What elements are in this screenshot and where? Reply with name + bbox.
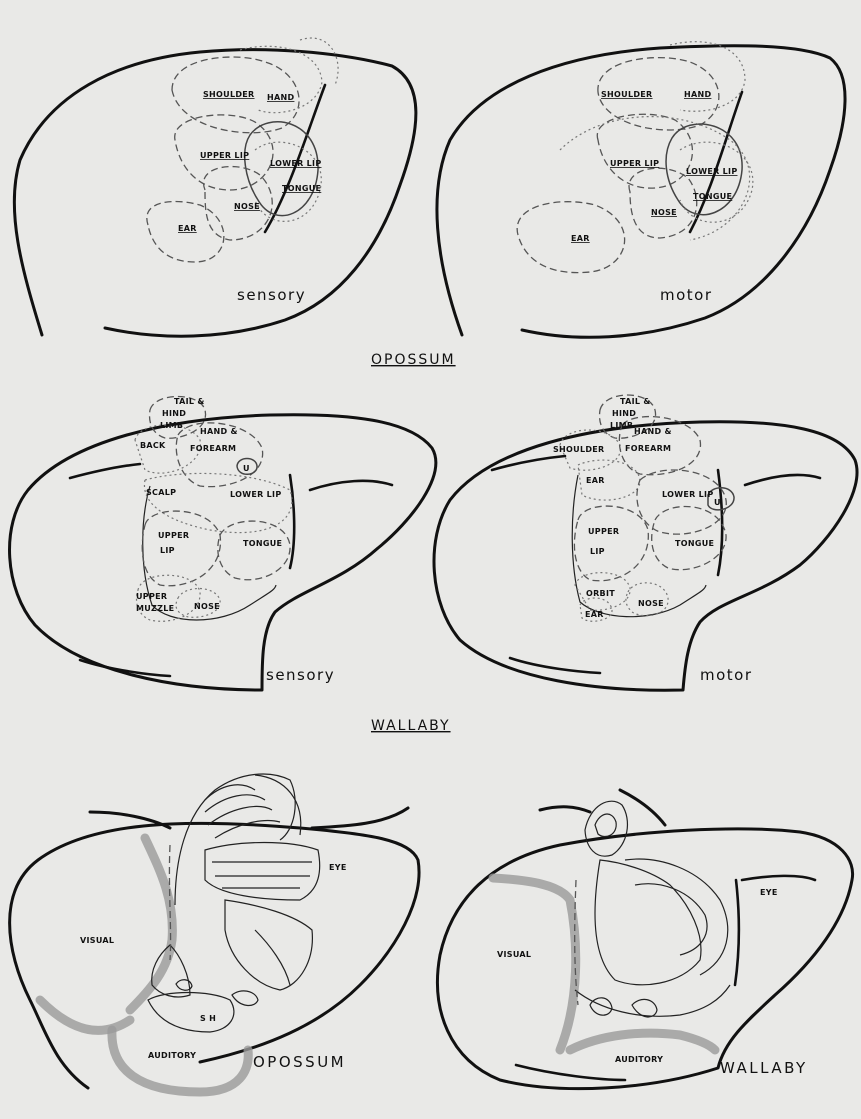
opossum-lateral-shading — [40, 1000, 130, 1030]
label-muzzle: MUZZLE — [136, 604, 174, 613]
label-nose: NOSE — [234, 202, 260, 211]
label-upper: UPPER — [158, 531, 189, 540]
label-ear: EAR — [571, 234, 590, 243]
label-lower-lip: LOWER LIP — [686, 167, 738, 176]
caption-sensory: sensory — [237, 286, 306, 304]
species-label-wallaby: WALLABY — [720, 1059, 808, 1077]
label-ear-top: EAR — [586, 476, 605, 485]
opossum-motor-sulcus — [690, 92, 742, 232]
wallaby-motor-brain-outline — [434, 422, 857, 690]
wallaby-sensory-brain-outline — [10, 415, 436, 690]
label-limb: LIMB — [610, 421, 633, 430]
opossum-composite-top-fold-right — [312, 808, 408, 828]
label-orbit: ORBIT — [586, 589, 615, 598]
label-tail: TAIL & — [174, 397, 205, 406]
opossum-sensory-labels: SHOULDER HAND UPPER LIP LOWER LIP TONGUE… — [178, 90, 322, 233]
label-upper-lip: UPPER LIP — [200, 151, 249, 160]
wallaby-composite-rhinal-sulcus — [516, 1065, 625, 1080]
wallaby-visual-border-shading — [493, 878, 576, 1050]
species-title-wallaby: WALLABY — [371, 718, 451, 734]
wallaby-sensory-sulcus-top — [70, 464, 140, 478]
opossum-auditory-shading — [112, 1030, 248, 1092]
wallaby-sensory-central-sulcus — [290, 475, 294, 568]
wallaby-motor-map: TAIL & HIND LIMB SHOULDER HAND & FOREARM… — [434, 395, 857, 690]
label-nose: NOSE — [638, 599, 664, 608]
label-tongue: TONGUE — [675, 539, 714, 548]
label-upper: UPPER — [588, 527, 619, 536]
label-nose: NOSE — [194, 602, 220, 611]
label-sh: S H — [200, 1014, 216, 1023]
label-hand-and: HAND & — [200, 427, 238, 436]
wallaby-composite-eye-sulcus — [742, 876, 815, 880]
label-auditory: AUDITORY — [615, 1055, 663, 1064]
label-scalp: SCALP — [146, 488, 176, 497]
opossum-sensory-map: SHOULDER HAND UPPER LIP LOWER LIP TONGUE… — [14, 38, 416, 336]
label-ear: EAR — [585, 610, 604, 619]
label-lip: LIP — [160, 546, 175, 555]
label-u: U — [714, 498, 721, 507]
wallaby-composite-map: EYE VISUAL AUDITORY WALLABY — [438, 790, 853, 1089]
wallaby-composite-central-sulcus — [735, 880, 739, 985]
wallaby-sensory-labels: TAIL & HIND LIMB BACK HAND & FOREARM U S… — [136, 397, 282, 613]
label-nose: NOSE — [651, 208, 677, 217]
label-hind: HIND — [612, 409, 636, 418]
wallaby-auditory-shading — [570, 1033, 715, 1050]
label-lower-lip: LOWER LIP — [662, 490, 714, 499]
label-forearm: FOREARM — [190, 444, 236, 453]
label-lower-lip: LOWER LIP — [230, 490, 282, 499]
label-visual: VISUAL — [497, 950, 531, 959]
label-back: BACK — [140, 441, 166, 450]
opossum-motor-map: SHOULDER HAND UPPER LIP LOWER LIP TONGUE… — [437, 42, 845, 338]
species-title-opossum: OPOSSUM — [371, 352, 456, 368]
opossum-motor-labels: SHOULDER HAND UPPER LIP LOWER LIP TONGUE… — [571, 90, 738, 243]
label-ear: EAR — [178, 224, 197, 233]
opossum-sensory-areas — [147, 38, 338, 262]
caption-motor: motor — [700, 666, 753, 684]
wallaby-motor-sulcus-right — [745, 475, 820, 485]
label-u: U — [243, 464, 250, 473]
label-shoulder: SHOULDER — [553, 445, 605, 454]
label-eye: EYE — [760, 888, 778, 897]
label-tongue: TONGUE — [282, 184, 321, 193]
wallaby-sensory-sulcus-right — [310, 481, 392, 490]
wallaby-sensory-map: TAIL & HIND LIMB BACK HAND & FOREARM U S… — [10, 397, 436, 691]
label-lip: LIP — [590, 547, 605, 556]
label-visual: VISUAL — [80, 936, 114, 945]
label-lower-lip: LOWER LIP — [270, 159, 322, 168]
label-hand: HAND — [267, 93, 294, 102]
label-hand: HAND — [684, 90, 711, 99]
opossum-composite-brain-outline — [10, 823, 419, 1088]
caption-sensory: sensory — [266, 666, 335, 684]
wallaby-motor-central-sulcus — [718, 470, 722, 575]
opossum-visual-border-shading — [130, 838, 172, 1010]
label-upper-lip: UPPER LIP — [610, 159, 659, 168]
label-eye: EYE — [329, 863, 347, 872]
wallaby-motor-rhinal-sulcus — [510, 658, 600, 673]
label-shoulder: SHOULDER — [601, 90, 653, 99]
wallaby-composite-top-fold-left — [540, 807, 590, 812]
label-limb: LIMB — [160, 421, 183, 430]
label-upper-muzzle-1: UPPER — [136, 592, 167, 601]
label-hind: HIND — [162, 409, 186, 418]
species-label-opossum: OPOSSUM — [253, 1053, 346, 1071]
label-hand-and: HAND & — [634, 427, 672, 436]
opossum-motor-areas — [517, 42, 753, 273]
label-auditory: AUDITORY — [148, 1051, 196, 1060]
caption-motor: motor — [660, 286, 713, 304]
label-forearm: FOREARM — [625, 444, 671, 453]
label-tail: TAIL & — [620, 397, 651, 406]
label-shoulder: SHOULDER — [203, 90, 255, 99]
label-tongue: TONGUE — [693, 192, 732, 201]
label-tongue: TONGUE — [243, 539, 282, 548]
opossum-composite-map: EYE VISUAL AUDITORY S H OPOSSUM — [10, 774, 419, 1092]
